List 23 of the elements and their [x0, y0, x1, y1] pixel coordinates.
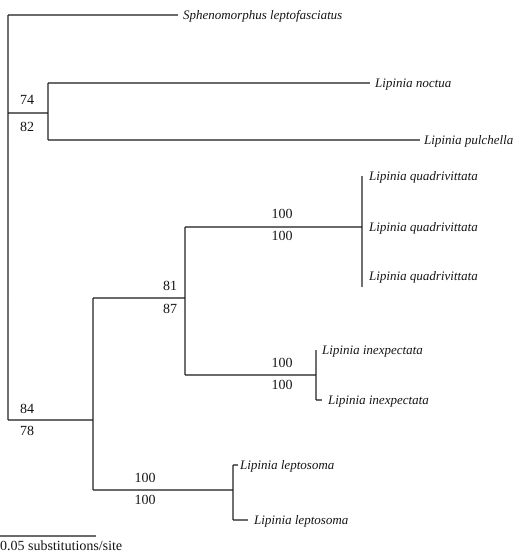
- taxon-name: Lipinia inexpectata: [328, 392, 429, 408]
- support-value: 84: [20, 402, 34, 418]
- support-value: 74: [20, 93, 34, 109]
- support-value: 100: [272, 356, 292, 372]
- scale-label: 0.05 substitutions/site: [0, 539, 122, 555]
- taxon-name: Lipinia leptosoma: [240, 457, 334, 473]
- support-value: 100: [134, 471, 156, 487]
- taxon-name: Lipinia quadrivittata: [369, 168, 478, 184]
- support-value: 100: [272, 378, 292, 394]
- taxon-name: Lipinia pulchella: [424, 132, 514, 148]
- taxon-name: Lipinia noctua: [375, 75, 452, 91]
- support-value: 87: [163, 302, 177, 318]
- support-value: 100: [272, 229, 292, 245]
- support-value: 100: [134, 493, 156, 509]
- taxon-name: Lipinia quadrivittata: [369, 219, 478, 235]
- taxon-name: Lipinia quadrivittata: [369, 268, 478, 284]
- support-value: 100: [272, 207, 292, 223]
- taxon-name: Lipinia inexpectata: [322, 342, 423, 358]
- support-value: 81: [163, 279, 177, 295]
- taxon-name: Sphenomorphus leptofasciatus: [183, 7, 342, 23]
- taxon-name: Lipinia leptosoma: [254, 512, 348, 528]
- support-value: 78: [20, 424, 34, 440]
- support-value: 82: [20, 120, 34, 136]
